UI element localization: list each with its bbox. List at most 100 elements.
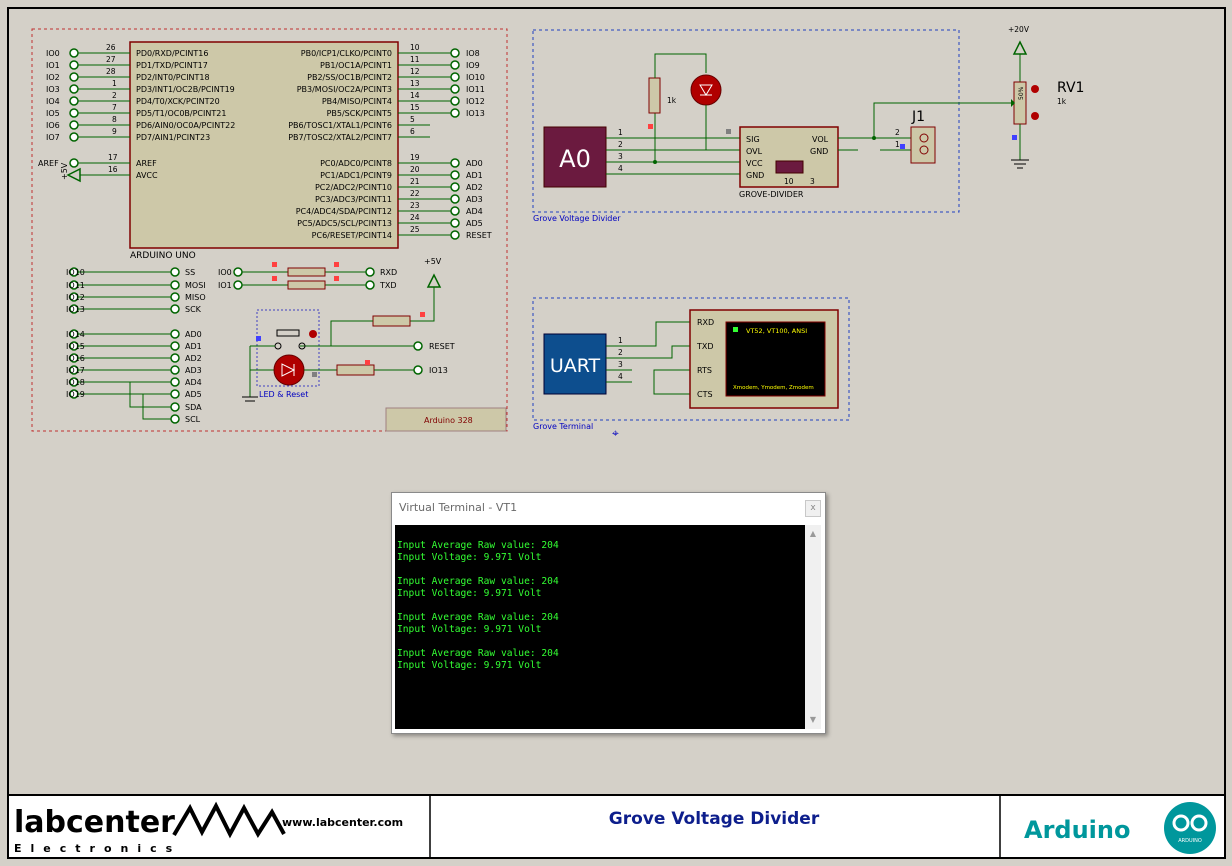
scroll-down-icon[interactable]: ▼ bbox=[809, 715, 817, 724]
close-button[interactable]: x bbox=[805, 500, 821, 517]
svg-text:1: 1 bbox=[618, 336, 623, 345]
svg-text:PB1/OC1A/PCINT1: PB1/OC1A/PCINT1 bbox=[320, 61, 392, 70]
labcenter-logo: labcenter bbox=[14, 805, 175, 840]
sheet-title: Grove Voltage Divider bbox=[609, 809, 820, 829]
vt-line: Input Average Raw value: 204 bbox=[397, 612, 559, 623]
svg-text:4: 4 bbox=[618, 372, 623, 381]
j1-connector[interactable] bbox=[910, 126, 936, 164]
svg-text:14: 14 bbox=[410, 91, 420, 100]
svg-text:PB2/SS/OC1B/PCINT2: PB2/SS/OC1B/PCINT2 bbox=[307, 73, 392, 82]
svg-text:PB6/TOSC1/XTAL1/PCINT6: PB6/TOSC1/XTAL1/PCINT6 bbox=[288, 121, 392, 130]
svg-text:RESET: RESET bbox=[466, 231, 492, 240]
vt-line: Input Voltage: 9.971 Volt bbox=[397, 588, 542, 599]
uart-label: UART bbox=[550, 355, 601, 377]
pin-row[interactable]: IO4 2 PD4/T0/XCK/PCINT20 bbox=[46, 91, 220, 106]
uart-block[interactable] bbox=[543, 333, 607, 395]
svg-text:RESET: RESET bbox=[429, 342, 455, 351]
pin-row[interactable]: IO1 27 PD1/TXD/PCINT17 bbox=[46, 55, 208, 70]
left-pin-rows: IO0 26 PD0/RXD/PCINT16 IO1 27 PD1/TXD/PC… bbox=[46, 43, 235, 142]
svg-text:AD4: AD4 bbox=[466, 207, 483, 216]
svg-text:IO6: IO6 bbox=[46, 121, 60, 130]
a0-block[interactable] bbox=[543, 126, 607, 188]
svg-text:AD3: AD3 bbox=[466, 195, 483, 204]
vt-scrollbar[interactable]: ▲ ▼ bbox=[805, 525, 821, 729]
svg-text:AD4: AD4 bbox=[185, 378, 202, 387]
a0-connector: 1 2 3 4 bbox=[606, 128, 740, 175]
svg-text:1k: 1k bbox=[1057, 97, 1067, 106]
vt-line: ​ bbox=[397, 600, 805, 612]
svg-text:IO13: IO13 bbox=[66, 305, 85, 314]
pin-row[interactable]: IO0 26 PD0/RXD/PCINT16 bbox=[46, 43, 208, 58]
svg-text:PC6/RESET/PCINT14: PC6/RESET/PCINT14 bbox=[312, 231, 392, 240]
svg-text:AD5: AD5 bbox=[185, 390, 202, 399]
vt-titlebar[interactable]: Virtual Terminal - VT1 x bbox=[392, 493, 825, 523]
terminal-symbol-screen bbox=[725, 321, 826, 397]
svg-text:IO11: IO11 bbox=[466, 85, 485, 94]
svg-text:IO12: IO12 bbox=[66, 293, 85, 302]
svg-text:22: 22 bbox=[410, 189, 420, 198]
divider-resistor-led[interactable]: 1k bbox=[648, 53, 722, 164]
led-reset-circuit[interactable]: +5V RESET IO13 LED & Reset bbox=[242, 257, 455, 402]
svg-text:PC0/ADC0/PCINT8: PC0/ADC0/PCINT8 bbox=[320, 159, 392, 168]
pin-name: PD0/RXD/PCINT16 bbox=[136, 49, 208, 58]
svg-text:1: 1 bbox=[112, 79, 117, 88]
svg-text:AD2: AD2 bbox=[185, 354, 202, 363]
svg-text:PD3/INT1/OC2B/PCINT19: PD3/INT1/OC2B/PCINT19 bbox=[136, 85, 235, 94]
pin-row[interactable]: IO3 1 PD3/INT1/OC2B/PCINT19 bbox=[46, 79, 235, 94]
pin-row[interactable]: IO2 28 PD2/INT0/PCINT18 bbox=[46, 67, 210, 82]
avcc-pin[interactable]: +5V 16 AVCC bbox=[60, 162, 158, 183]
svg-text:PB3/MOSI/OC2A/PCINT3: PB3/MOSI/OC2A/PCINT3 bbox=[297, 85, 392, 94]
svg-text:AREF: AREF bbox=[38, 159, 59, 168]
svg-text:27: 27 bbox=[106, 55, 116, 64]
svg-text:IO16: IO16 bbox=[66, 354, 85, 363]
rv1-potentiometer[interactable]: +20V 50% RV1 1k bbox=[1008, 25, 1084, 169]
svg-text:IO12: IO12 bbox=[466, 97, 485, 106]
virtual-terminal-window[interactable]: Virtual Terminal - VT1 x Input Average R… bbox=[391, 492, 826, 734]
vt-line: Input Average Raw value: 204 bbox=[397, 576, 559, 587]
vt-line: Input Voltage: 9.971 Volt bbox=[397, 552, 542, 563]
svg-text:PD1/TXD/PCINT17: PD1/TXD/PCINT17 bbox=[136, 61, 208, 70]
svg-text:PB7/TOSC2/XTAL2/PCINT7: PB7/TOSC2/XTAL2/PCINT7 bbox=[288, 133, 392, 142]
svg-text:2: 2 bbox=[112, 91, 117, 100]
arduino-328-tag bbox=[385, 407, 507, 432]
svg-text:IO8: IO8 bbox=[466, 49, 480, 58]
pin-row[interactable]: IO7 9 PD7/AIN1/PCINT23 bbox=[46, 127, 210, 142]
aref-pin[interactable]: AREF 17 AREF bbox=[38, 153, 157, 168]
svg-text:PD4/T0/XCK/PCINT20: PD4/T0/XCK/PCINT20 bbox=[136, 97, 220, 106]
svg-text:IO10: IO10 bbox=[466, 73, 485, 82]
svg-text:SDA: SDA bbox=[185, 403, 202, 412]
svg-text:CTS: CTS bbox=[697, 390, 713, 399]
svg-text:MOSI: MOSI bbox=[185, 281, 206, 290]
grove-divider-module[interactable] bbox=[739, 126, 839, 188]
vt-line: Input Voltage: 9.971 Volt bbox=[397, 660, 542, 671]
svg-text:20: 20 bbox=[410, 165, 420, 174]
pin-markers bbox=[256, 124, 1017, 377]
svg-text:1: 1 bbox=[895, 140, 900, 149]
svg-text:15: 15 bbox=[410, 103, 420, 112]
pin-row[interactable]: IO5 7 PD5/T1/OC0B/PCINT21 bbox=[46, 103, 226, 118]
svg-text:PC5/ADC5/SCL/PCINT13: PC5/ADC5/SCL/PCINT13 bbox=[297, 219, 392, 228]
svg-text:+5V: +5V bbox=[60, 162, 69, 180]
scroll-up-icon[interactable]: ▲ bbox=[809, 529, 817, 538]
pin-row[interactable]: IO6 8 PD6/AIN0/OC0A/PCINT22 bbox=[46, 115, 235, 130]
arduino-chip[interactable] bbox=[129, 41, 399, 249]
